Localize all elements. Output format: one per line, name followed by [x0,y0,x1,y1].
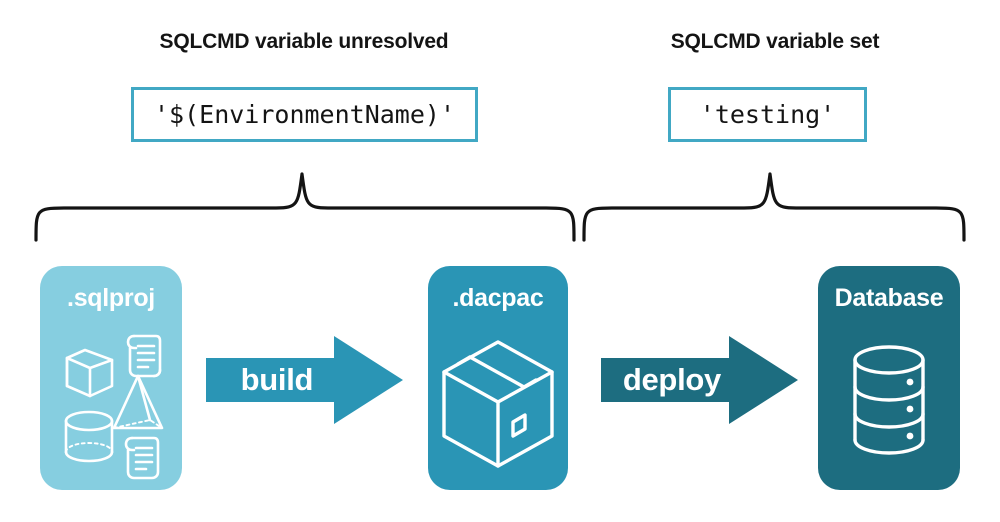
package-box-icon [428,324,568,490]
node-card-sqlproj[interactable]: .sqlproj [40,266,182,490]
sqlcmd-variable-value-set: 'testing' [668,87,867,142]
arrow-deploy: deploy [601,336,798,424]
arrow-label-deploy: deploy [622,362,721,397]
database-cylinder-icon [818,324,960,490]
node-card-dacpac[interactable]: .dacpac [428,266,568,490]
group-heading-unresolved: SQLCMD variable unresolved [159,30,449,53]
sqlcmd-variable-value-unresolved: '$(EnvironmentName)' [131,87,478,142]
curly-brace-icon-left [30,170,580,242]
group-heading-set: SQLCMD variable set [670,30,880,53]
arrow-label-build: build [240,362,314,397]
node-label-dacpac: .dacpac [452,284,544,312]
node-card-database[interactable]: Database [818,266,960,490]
node-label-database: Database [834,284,944,312]
node-label-sqlproj: .sqlproj [67,284,155,312]
curly-brace-icon-right [578,170,970,242]
database-objects-icon [40,324,182,490]
arrow-build: build [206,336,403,424]
